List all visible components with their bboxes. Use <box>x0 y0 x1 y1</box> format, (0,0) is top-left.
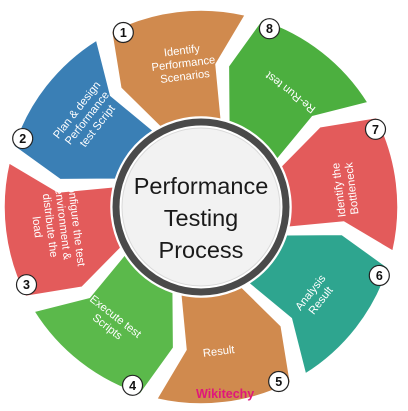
step-1-badge-number: 1 <box>120 26 127 40</box>
step-7-badge-number: 7 <box>372 123 379 137</box>
step-7-badge: 7 <box>364 118 387 140</box>
step-6-badge-circle <box>368 264 390 287</box>
step-7-arrow <box>280 116 399 253</box>
step-5-badge: 5 <box>268 370 290 393</box>
step-6-arrow <box>247 233 390 376</box>
center-title-line-2: Testing <box>164 205 238 231</box>
step-5-arrow <box>155 286 292 405</box>
step-4-badge-circle <box>121 374 144 396</box>
step-8-arrow <box>227 18 370 161</box>
step-2-badge-circle <box>12 127 34 150</box>
step-5-badge-circle <box>268 370 290 393</box>
hub-inner-disc <box>121 127 281 287</box>
step-8-badge-circle <box>258 18 281 40</box>
step-2-arrow <box>12 38 155 181</box>
step-4-badge: 4 <box>121 374 144 396</box>
step-1-badge: 1 <box>112 21 134 44</box>
step-1-arrow <box>110 9 247 128</box>
step-6-badge: 6 <box>368 264 390 287</box>
step-1-label-line-1: Identify <box>163 43 201 59</box>
center-title-line-1: Performance <box>134 173 269 199</box>
wikitechy-watermark: Wikitechy <box>196 387 254 401</box>
step-3-badge-number: 3 <box>23 278 30 292</box>
step-5-label: Result <box>202 344 236 360</box>
step-4-badge-number: 4 <box>129 379 136 393</box>
step-5-label-line-1: Result <box>202 344 236 360</box>
step-3-label-line-4: load <box>29 216 43 238</box>
cycle-segments <box>3 9 399 405</box>
step-number-badges: 1 2 3 4 5 6 7 8 <box>12 18 390 396</box>
step-6-badge-number: 6 <box>376 269 383 283</box>
step-7-badge-circle <box>364 118 387 140</box>
step-8-badge-number: 8 <box>266 22 273 36</box>
step-4-arrow <box>32 253 175 396</box>
step-1-badge-circle <box>112 21 134 44</box>
center-hub: Performance Testing Process <box>112 118 290 296</box>
center-title-line-3: Process <box>159 237 244 263</box>
step-5-badge-number: 5 <box>275 375 282 389</box>
step-2-badge-number: 2 <box>19 132 26 146</box>
step-3-badge: 3 <box>15 274 38 296</box>
step-2-badge: 2 <box>12 127 34 150</box>
step-3-arrow <box>3 161 122 298</box>
step-8-badge: 8 <box>258 18 281 40</box>
step-3-badge-circle <box>15 274 38 296</box>
